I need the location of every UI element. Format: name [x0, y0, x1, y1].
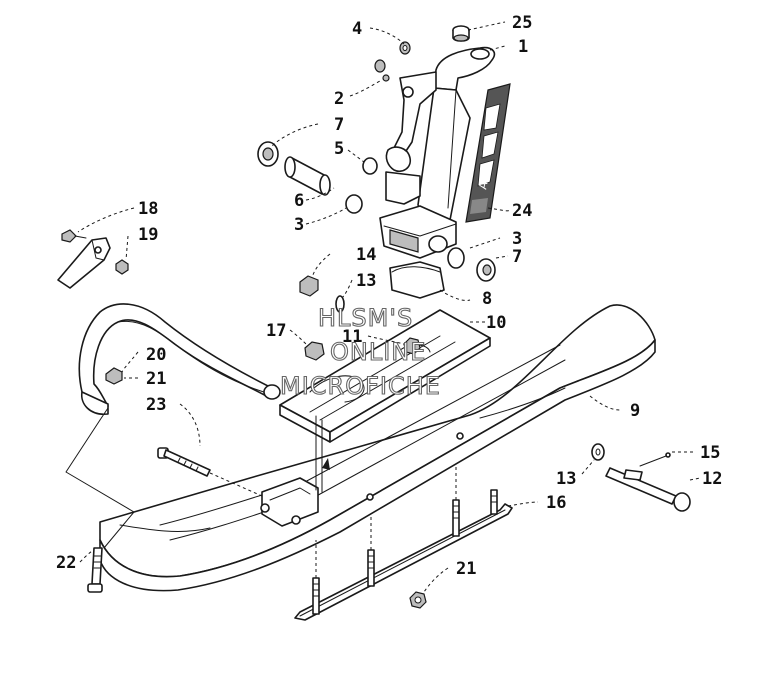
callout-21-lower: 21 — [456, 559, 476, 579]
bushing-7-lower-hole — [482, 264, 492, 276]
watermark-line-1: HLSM'S — [318, 304, 413, 332]
callout-16: 16 — [546, 493, 566, 513]
bolt-23 — [157, 447, 263, 497]
callout-24: 24 — [512, 201, 532, 221]
bushing-5 — [362, 157, 378, 175]
washer-13-upper — [335, 295, 345, 313]
spring-pad — [389, 261, 445, 299]
bushing-upper-hole — [262, 147, 274, 161]
leader-lines — [65, 21, 701, 593]
handle-bracket — [57, 229, 129, 289]
lock-nut-17 — [304, 341, 325, 361]
callout-7-lower: 7 — [512, 247, 522, 267]
callout-5: 5 — [334, 139, 344, 159]
callout-21-upper: 21 — [146, 369, 166, 389]
spindle-decal: AWS — [465, 83, 511, 223]
callout-13-lower: 13 — [556, 469, 576, 489]
bushing-3-lower — [447, 247, 465, 269]
watermark: HLSM'S ONLINE MICROFICHE — [279, 303, 441, 400]
ski-loop — [78, 303, 281, 415]
callout-23: 23 — [146, 395, 166, 415]
callout-25: 25 — [512, 13, 532, 33]
callout-22: 22 — [56, 553, 76, 573]
watermark-line-2: ONLINE — [330, 338, 426, 366]
grease-cap — [452, 25, 470, 42]
bolt-22 — [87, 547, 103, 593]
callout-2: 2 — [334, 89, 344, 109]
callout-1: 1 — [518, 37, 528, 57]
callout-6: 6 — [294, 191, 304, 211]
callout-labels: 25 1 4 2 7 5 6 3 24 3 7 18 19 14 13 8 17… — [56, 13, 722, 579]
bushing-3-upper — [345, 194, 363, 214]
callout-14: 14 — [356, 245, 376, 265]
callout-3-lower: 3 — [512, 229, 522, 249]
callout-20: 20 — [146, 345, 166, 365]
spacer-tube — [284, 156, 331, 196]
callout-3-upper: 3 — [294, 215, 304, 235]
bushing-small — [374, 41, 411, 82]
spindle-bolt — [591, 443, 691, 512]
callout-18: 18 — [138, 199, 158, 219]
callout-11: 11 — [342, 327, 362, 347]
wear-bar-nut — [409, 591, 427, 609]
ski — [99, 304, 656, 592]
nut-11 — [403, 337, 421, 355]
loop-nut — [105, 367, 123, 385]
decal-text: AWS — [476, 164, 494, 191]
lock-nut-14 — [299, 275, 319, 297]
watermark-line-3: MICROFICHE — [280, 372, 441, 400]
callout-12: 12 — [702, 469, 722, 489]
callout-17: 17 — [266, 321, 286, 341]
callout-4: 4 — [352, 19, 362, 39]
callout-19: 19 — [138, 225, 158, 245]
callout-7-upper: 7 — [334, 115, 344, 135]
callout-8: 8 — [482, 289, 492, 309]
ski-saddle — [279, 309, 491, 493]
spindle — [379, 46, 496, 259]
callout-9: 9 — [630, 401, 640, 421]
callout-13-upper: 13 — [356, 271, 376, 291]
callout-15: 15 — [700, 443, 720, 463]
callout-10: 10 — [486, 313, 506, 333]
